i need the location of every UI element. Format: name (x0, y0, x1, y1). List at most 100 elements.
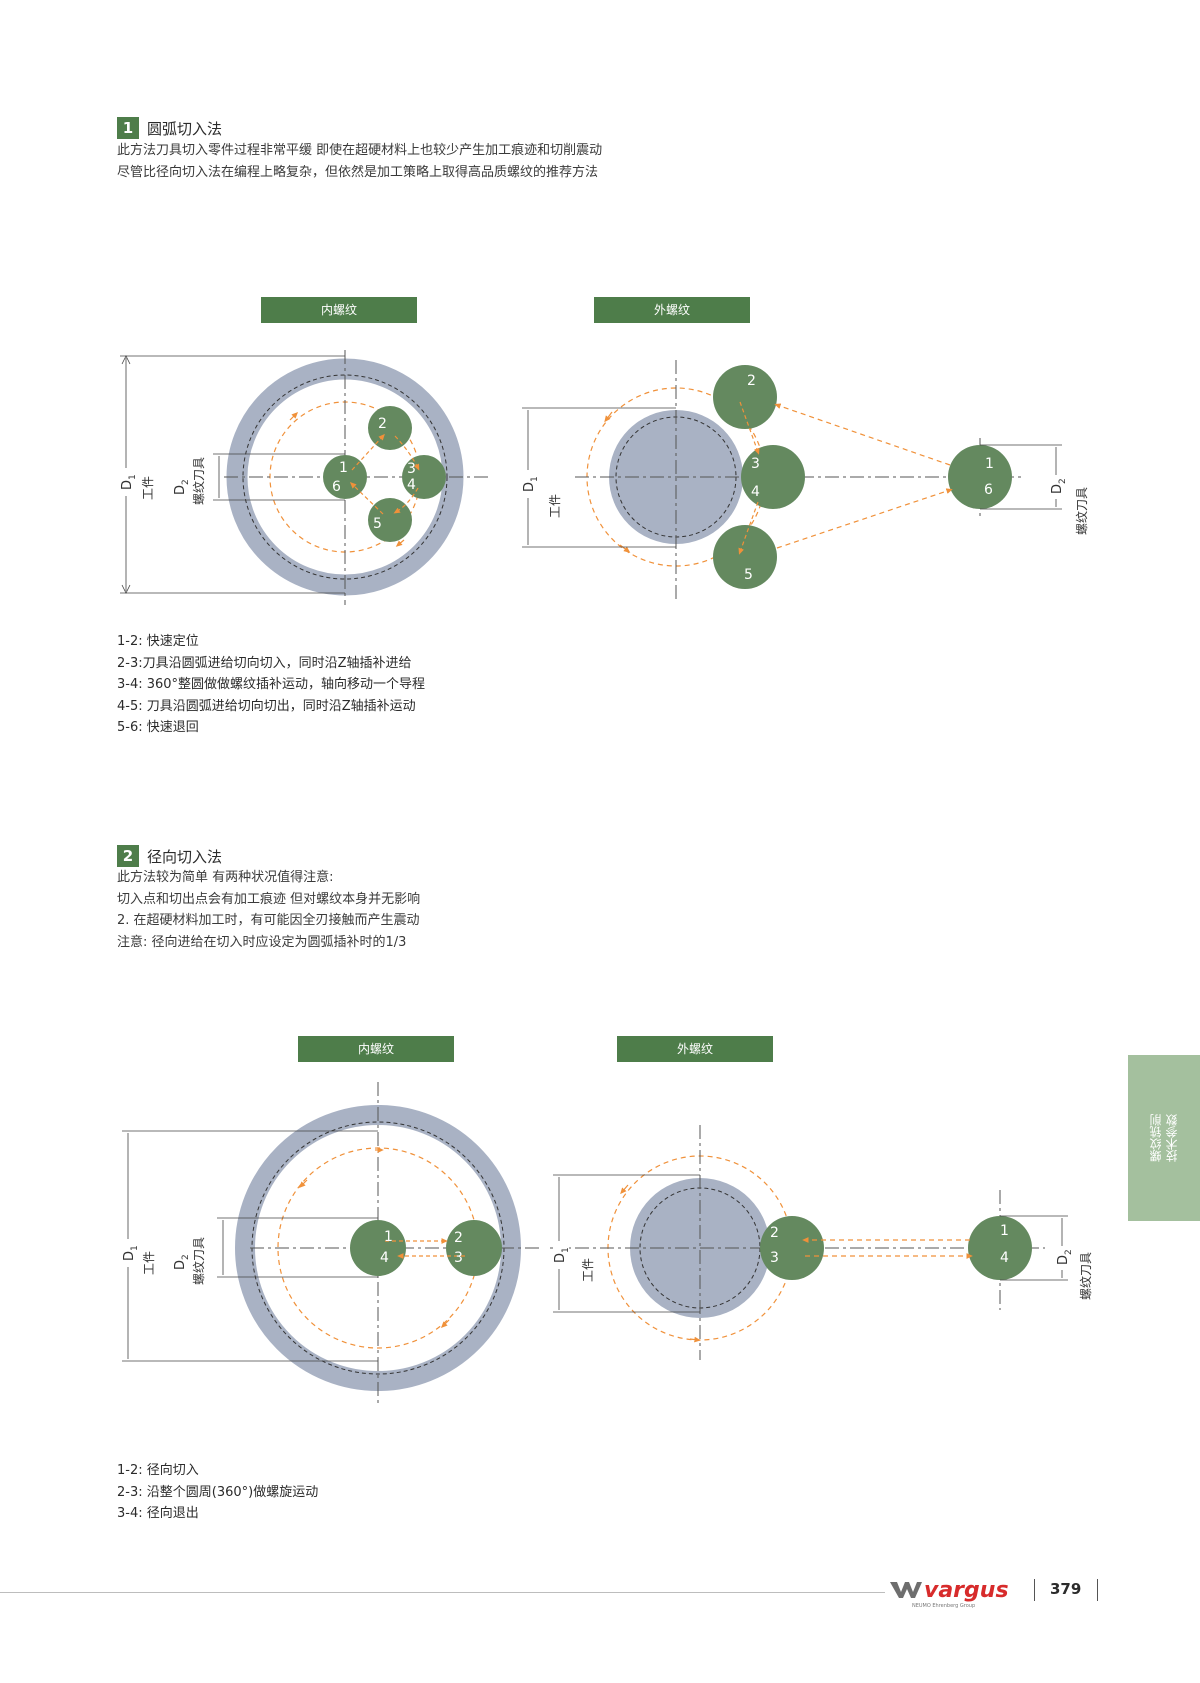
d1-label: D (122, 1251, 137, 1261)
d1-label: D (522, 482, 537, 492)
internal-thread-radial-diagram: 1 4 2 3 D 1 工件 D 2 螺纹刀具 (122, 1082, 540, 1405)
path-1-2 (351, 433, 385, 471)
circle-arrow (604, 411, 613, 423)
path-4-5 (738, 501, 759, 555)
tool-pos-5 (713, 525, 777, 589)
pos-label-4: 4 (380, 1250, 389, 1266)
path-2-3 (739, 401, 760, 455)
footer-rule (0, 1592, 885, 1593)
chapter-side-tab[interactable]: 螺纹铣削 技术参数 (1128, 1055, 1200, 1221)
side-tab-line1: 螺纹铣削 (1149, 1114, 1163, 1162)
page-number: 379 (1050, 1580, 1082, 1598)
path-2-3 (394, 435, 420, 471)
section1-internal-label: 内螺纹 (261, 297, 417, 323)
tool-label: 螺纹刀具 (192, 1237, 206, 1285)
d2-label: D (1050, 484, 1065, 494)
d2-sub: 2 (1064, 1249, 1074, 1255)
step-item: 4-5: 刀具沿圆弧进给切向切出，同时沿Z轴插补运动 (117, 698, 416, 714)
section2-line: 此方法较为简单 有两种状况值得注意: (117, 870, 334, 885)
section1-title: 圆弧切入法 (147, 119, 223, 138)
section2-line: 切入点和切出点会有加工痕迹 但对螺纹本身并无影响 (117, 891, 421, 907)
d1-sub: 1 (561, 1247, 571, 1253)
tool-label: 螺纹刀具 (1075, 487, 1089, 535)
pos-label-2: 2 (747, 373, 756, 389)
pos-label-6: 6 (332, 479, 341, 495)
section1-description: 此方法刀具切入零件过程非常平缓 即使在超硬材料上也较少产生加工痕迹和切削震动 尽… (117, 140, 602, 183)
pos-label-3: 3 (454, 1250, 463, 1266)
pos-label-2: 2 (454, 1230, 463, 1246)
d2-label: D (173, 485, 188, 495)
pos-label-2: 2 (770, 1225, 779, 1241)
section2-title: 径向切入法 (147, 847, 223, 866)
step-item: 1-2: 径向切入 (117, 1463, 199, 1478)
pos-label-1: 1 (1000, 1223, 1009, 1239)
side-tab-text: 螺纹铣削 技术参数 (1128, 1055, 1200, 1221)
section1-number: 1 (117, 117, 139, 139)
circle-arrow (395, 539, 405, 547)
d2-sub: 2 (1058, 478, 1068, 484)
workpiece-label: 工件 (142, 1251, 156, 1275)
pos-label-3: 3 (751, 456, 760, 472)
logo-subtitle: NEUMO Ehrenberg Group (912, 1603, 975, 1609)
d1-label: D (120, 480, 135, 490)
tool-label: 螺纹刀具 (192, 457, 206, 505)
pos-label-5: 5 (373, 516, 382, 532)
d1-sub: 1 (130, 1245, 140, 1251)
d1-sub: 1 (530, 476, 540, 482)
pos-label-3: 3 (407, 461, 416, 477)
pos-label-2: 2 (378, 416, 387, 432)
tool-pos-5 (368, 498, 412, 542)
tool-pos-2 (713, 365, 777, 429)
pos-label-5: 5 (744, 567, 753, 583)
pos-label-4: 4 (407, 477, 416, 493)
section1-steps: 1-2: 快速定位 2-3:刀具沿圆弧进给切向切入，同时沿Z轴插补进给 3-4:… (117, 631, 425, 739)
d2-label: D (173, 1260, 188, 1270)
tool-pos-1-6 (948, 445, 1012, 509)
internal-thread-arc-diagram: 1 6 2 3 4 5 D 1 工件 D 2 螺纹刀具 (120, 350, 490, 605)
step-item: 3-4: 径向退出 (117, 1506, 199, 1522)
path-5-6 (776, 488, 953, 549)
footer-divider (1097, 1579, 1098, 1601)
section1-line: 此方法刀具切入零件过程非常平缓 即使在超硬材料上也较少产生加工痕迹和切削震动 (117, 143, 603, 158)
section1-line: 尽管比径向切入法在编程上略复杂，但依然是加工策略上取得高品质螺纹的推荐方法 (117, 164, 599, 180)
pos-label-1: 1 (339, 460, 348, 476)
section2-line: 注意: 径向进给在切入时应设定为圆弧插补时的1/3 (117, 934, 407, 950)
path-1-2 (774, 403, 951, 466)
tool-label: 螺纹刀具 (1079, 1252, 1093, 1300)
tool-pos-1-4 (350, 1220, 406, 1276)
pos-label-1: 1 (384, 1229, 393, 1245)
step-item: 2-3:刀具沿圆弧进给切向切入，同时沿Z轴插补进给 (117, 655, 412, 671)
d2-label: D (1056, 1255, 1071, 1265)
tool-pos-3-4 (741, 445, 805, 509)
circle-arrow (289, 411, 299, 421)
section2-number: 2 (117, 845, 139, 867)
d1-sub: 1 (128, 474, 138, 480)
step-item: 3-4: 360°整圆做做螺纹插补运动，轴向移动一个导程 (117, 677, 426, 693)
step-item: 1-2: 快速定位 (117, 634, 199, 649)
circle-arrow (619, 544, 631, 553)
section2-line: 2. 在超硬材料加工时，有可能因全刃接触而产生震动 (117, 913, 420, 928)
section2-external-label: 外螺纹 (617, 1036, 773, 1062)
tool-pos-2-3 (760, 1216, 824, 1280)
external-thread-arc-diagram: 2 3 4 5 1 6 D 1 工件 D 2 螺纹刀具 (522, 360, 1089, 600)
path-5-6 (349, 481, 384, 515)
step-item: 5-6: 快速退回 (117, 720, 199, 736)
workpiece-label: 工件 (141, 476, 155, 500)
section2-diagram: 1 4 2 3 D 1 工件 D 2 螺纹刀具 (122, 1082, 1093, 1405)
footer-divider (1034, 1579, 1035, 1601)
vargus-logo-mark: vargus NEUMO Ehrenberg Group (890, 1578, 1009, 1609)
pos-label-3: 3 (770, 1250, 779, 1266)
section1-heading: 1 圆弧切入法 (117, 117, 222, 139)
section2-heading: 2 径向切入法 (117, 845, 222, 867)
vargus-logo: vargus NEUMO Ehrenberg Group (890, 1577, 1030, 1613)
d2-sub: 2 (181, 479, 191, 485)
section1-diagram: 1 6 2 3 4 5 D 1 工件 D 2 螺纹刀具 (120, 350, 1089, 605)
tool-pos-1-4 (968, 1216, 1032, 1280)
workpiece-label: 工件 (581, 1258, 595, 1282)
step-item: 2-3: 沿整个圆周(360°)做螺旋运动 (117, 1484, 319, 1500)
d2-sub: 2 (181, 1254, 191, 1260)
path-4-5 (393, 487, 419, 514)
section2-internal-label: 内螺纹 (298, 1036, 454, 1062)
tool-pos-3-4 (402, 455, 446, 499)
tool-pos-2-3 (446, 1220, 502, 1276)
